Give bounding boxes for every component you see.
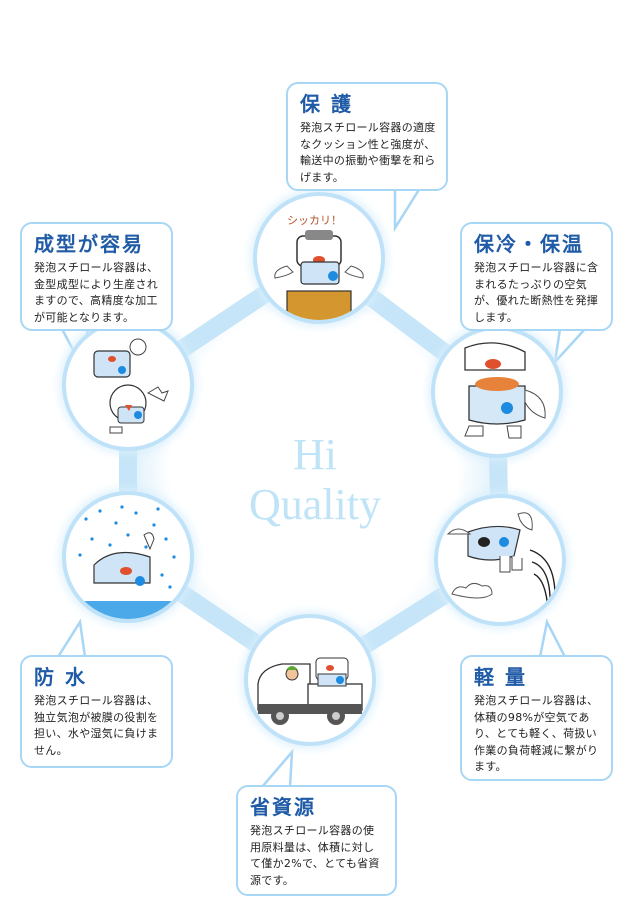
illustration-resource (248, 618, 372, 742)
callout-mold: 成型が容易 発泡スチロール容器は、金型成型により生産されますので、高精度な加工が… (20, 222, 173, 331)
center-label: Hi Quality (215, 430, 415, 530)
callout-water: 防 水 発泡スチロール容器は、独立気泡が被膜の役割を担い、水や湿気に負けません。 (20, 655, 173, 768)
callout-cool: 保冷・保温 発泡スチロール容器に含まれるたっぷりの空気が、優れた断熱性を発揮しま… (460, 222, 613, 331)
callout-title: 保 護 (300, 92, 353, 116)
svg-text:シッカリ！: シッカリ！ (287, 214, 342, 227)
mascot-rain-icon (66, 505, 190, 619)
callout-title: 保冷・保温 (474, 232, 584, 256)
callout-title: 成型が容易 (34, 232, 144, 256)
callout-text: 発泡スチロール容器は、金型成型により生産されますので、高精度な加工が可能となりま… (34, 261, 159, 324)
callout-text: 発泡スチロール容器は、独立気泡が被膜の役割を担い、水や湿気に負けません。 (34, 694, 159, 757)
callout-light: 軽 量 発泡スチロール容器は、体積の98%が空気であり、とても軽く、荷扱い作業の… (460, 655, 613, 781)
callout-title: 軽 量 (474, 665, 527, 689)
illustration-cool (435, 330, 559, 454)
callout-text: 発泡スチロール容器の適度なクッション性と強度が、輸送中の振動や衝撃を和らげます。 (300, 121, 436, 184)
callout-title: 防 水 (34, 665, 87, 689)
mascots-shapes-icon (93, 338, 169, 434)
illustration-light (438, 498, 562, 622)
illustration-protect: シッカリ！ (257, 196, 381, 320)
mascot-flying-icon (446, 512, 556, 613)
center-label-line2: Quality (249, 480, 381, 529)
illustration-mold (66, 323, 190, 447)
callout-protect: 保 護 発泡スチロール容器の適度なクッション性と強度が、輸送中の振動や衝撃を和ら… (286, 82, 448, 191)
callout-title: 省資源 (250, 795, 316, 819)
illustration-water (66, 495, 190, 619)
callout-text: 発泡スチロール容器は、体積の98%が空気であり、とても軽く、荷扱い作業の負荷軽減… (474, 694, 599, 773)
callout-resource: 省資源 発泡スチロール容器の使用原料量は、体積に対して僅か2%で、とても省資源で… (236, 785, 397, 896)
callout-text: 発泡スチロール容器の使用原料量は、体積に対して僅か2%で、とても省資源です。 (250, 824, 380, 887)
mascot-fish-box-icon (464, 342, 546, 439)
center-label-line1: Hi (293, 430, 337, 479)
callout-text: 発泡スチロール容器に含まれるたっぷりの空気が、優れた断熱性を発揮します。 (474, 261, 599, 324)
mascot-truck-icon (257, 657, 363, 725)
mascot-bracing-icon: シッカリ！ (274, 214, 364, 320)
